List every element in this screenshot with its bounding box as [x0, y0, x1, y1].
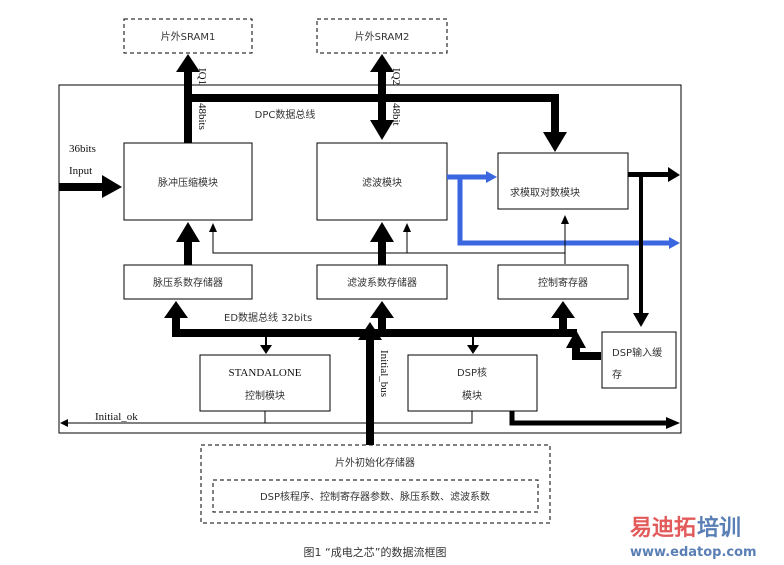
initial-ok-line — [66, 411, 473, 424]
ctrl-arrow-3-icon — [561, 215, 569, 224]
sram1-box — [123, 18, 253, 54]
ctrl-arrow-1-icon — [209, 223, 217, 232]
ed-bus-label: ED数据总线 32bits — [224, 311, 312, 324]
modlog-label: 求模取对数模块 — [510, 186, 580, 199]
initial-bus-label: Initial_bus — [378, 350, 390, 397]
pulse-compress-module — [123, 142, 253, 221]
dpc-bus — [184, 94, 556, 102]
filter-label: 滤波模块 — [362, 176, 402, 189]
input-label: Input — [69, 165, 92, 177]
dsp-input-buffer — [601, 331, 677, 389]
iq2-up-arrow-icon — [370, 54, 394, 72]
pulse-coef-label: 脉压系数存储器 — [153, 276, 223, 289]
sram1-label: 片外SRAM1 — [161, 30, 216, 43]
dsp-core-module — [407, 354, 538, 412]
dpc-bus-label: DPC数据总线 — [255, 108, 316, 121]
ed-to-filter — [378, 314, 386, 336]
modlog-to-dsp-input — [639, 175, 643, 315]
filter-coef-arrow-icon — [370, 222, 394, 242]
standalone-arrow-icon — [260, 345, 272, 354]
dsp-core-label-1: DSP核 — [457, 366, 487, 379]
initial-ok-arrow-icon — [60, 419, 68, 427]
blue-out-arrow-icon — [669, 237, 680, 249]
iq1-label: IQ1 — [196, 68, 208, 85]
bits48-2-label: 48bit — [390, 103, 402, 126]
initial-bus — [366, 335, 374, 445]
input-bus — [59, 183, 104, 191]
bits48-1-label: 48bits — [196, 103, 208, 130]
blue-arrow-icon — [486, 171, 497, 183]
dsp-input-arrow-icon — [633, 313, 649, 327]
pulse-coef-arrow-icon — [176, 222, 200, 242]
iq2-down-arrow-icon — [370, 120, 394, 140]
init-memory-content-box — [212, 479, 539, 513]
modlog-out — [628, 172, 670, 177]
dsp-input-to-ed — [572, 345, 601, 360]
input-arrow-icon — [102, 175, 122, 198]
ctrl-reg-store — [497, 264, 629, 300]
initial-ok-label: Initial_ok — [95, 411, 138, 423]
dsp-core-out-arrow-icon — [666, 417, 680, 429]
ed-filter-arrow-icon — [370, 301, 394, 318]
modlog-in-arrow-icon — [543, 132, 567, 152]
iq2-bus — [378, 70, 386, 122]
ctrl-arrow-2-icon — [403, 223, 411, 232]
iq1-bus — [184, 70, 192, 144]
filter-module — [316, 142, 448, 221]
init-memory-title: 片外初始化存储器 — [335, 456, 415, 469]
ctrl-reg-label: 控制寄存器 — [538, 276, 588, 289]
input-bits-label: 36bits — [69, 143, 96, 155]
standalone-label-1: STANDALONE — [228, 367, 301, 379]
sram2-box — [316, 18, 448, 54]
watermark-brand-blue: 培训 — [697, 515, 741, 541]
ed-to-ctrl — [559, 314, 567, 336]
dsp-core-label-2: 模块 — [462, 390, 482, 402]
dsp-input-label-1: DSP输入缓 — [612, 346, 662, 359]
watermark-brand-red: 易迪拓 — [630, 516, 696, 541]
iq2-label: IQ2 — [390, 68, 402, 85]
pulse-coef-bus — [184, 240, 192, 266]
ed-ctrl-arrow-icon — [551, 301, 575, 318]
dpc-to-modlog — [551, 94, 559, 134]
dsp-input-ed-arrow-icon — [566, 330, 586, 348]
pulse-compress-label: 脉冲压缩模块 — [158, 176, 218, 189]
init-memory-box — [200, 444, 551, 524]
watermark-url: www.edatop.com — [630, 545, 757, 560]
dsp-input-label-2: 存 — [612, 368, 622, 381]
standalone-module — [199, 354, 331, 412]
modlog-out-arrow-icon — [668, 167, 680, 182]
filter-coef-store — [316, 264, 448, 300]
modlog-module — [497, 152, 629, 210]
init-memory-content: DSP核程序、控制寄存器参数、脉压系数、滤波系数 — [260, 490, 490, 503]
standalone-label-2: 控制模块 — [245, 389, 285, 402]
iq1-arrow-icon — [176, 54, 200, 72]
pulse-coef-store — [123, 264, 253, 300]
filter-coef-label: 滤波系数存储器 — [347, 276, 417, 289]
figure-caption: 图1 “成电之芯”的数据流框图 — [304, 545, 447, 559]
filter-coef-bus — [378, 240, 386, 266]
sram2-label: 片外SRAM2 — [355, 30, 410, 43]
dsp-core-out — [509, 411, 668, 426]
ed-to-pulse — [172, 314, 180, 336]
ctrl-line — [212, 230, 566, 264]
initial-bus-arrow-icon — [358, 322, 382, 340]
filter-out-path — [457, 177, 670, 246]
dspcore-arrow-icon — [467, 345, 479, 354]
ed-pulse-arrow-icon — [164, 301, 188, 318]
